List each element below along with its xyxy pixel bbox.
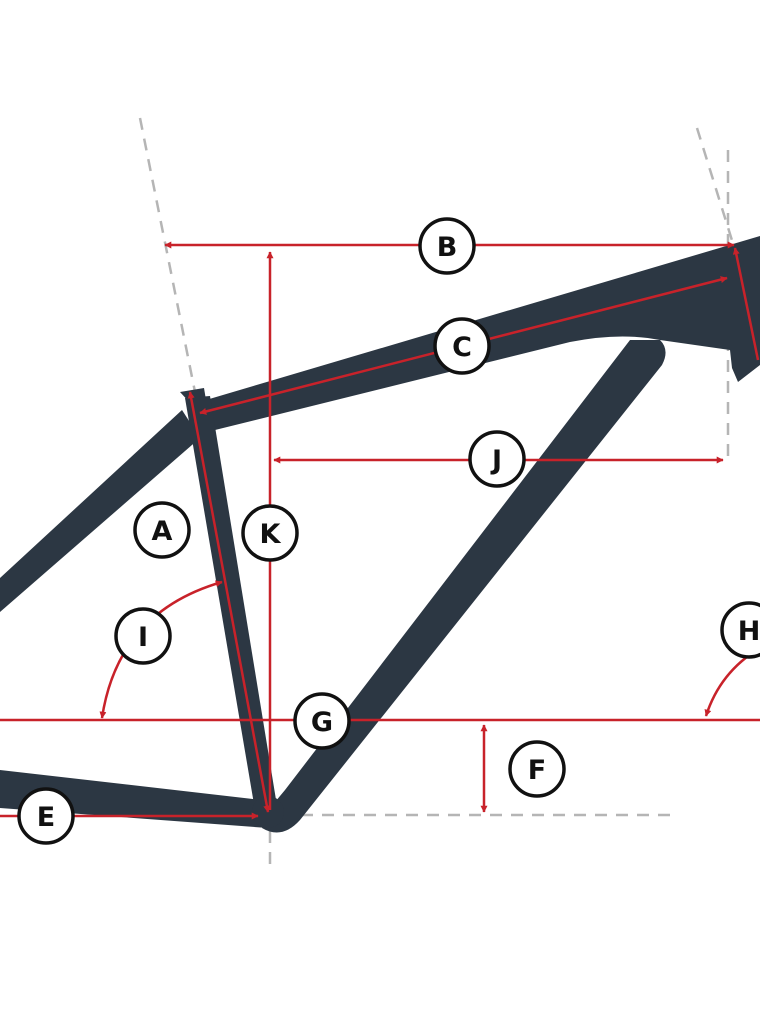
seat-stay [0, 410, 200, 612]
label-g: G [293, 692, 351, 750]
label-c: C [433, 317, 491, 375]
svg-text:A: A [152, 516, 173, 547]
label-f: F [508, 740, 566, 798]
head-tube-extension-guide [695, 127, 737, 251]
bike-frame [0, 236, 760, 833]
label-i: I [114, 607, 172, 665]
label-e: E [17, 787, 75, 845]
label-a: A [133, 501, 191, 559]
svg-text:H: H [738, 616, 760, 647]
seat-tube [185, 396, 278, 816]
down-tube [262, 340, 666, 833]
label-k: K [241, 504, 299, 562]
label-b: B [418, 217, 476, 275]
svg-text:F: F [528, 755, 546, 786]
svg-text:G: G [311, 707, 333, 738]
svg-text:B: B [437, 232, 458, 263]
label-j: J [468, 430, 526, 488]
label-h: H [720, 601, 760, 659]
seat-tube-extension-guide [138, 117, 197, 393]
svg-text:E: E [37, 802, 55, 833]
svg-text:J: J [490, 445, 502, 476]
svg-text:C: C [452, 332, 472, 363]
chain-stay [0, 770, 268, 828]
dim-a-seat-tube-line [187, 391, 271, 813]
svg-text:K: K [260, 519, 282, 550]
dimension-labels: B C J A K I H G [17, 217, 760, 845]
dim-head-tube-line [732, 247, 760, 361]
svg-text:I: I [138, 622, 148, 653]
